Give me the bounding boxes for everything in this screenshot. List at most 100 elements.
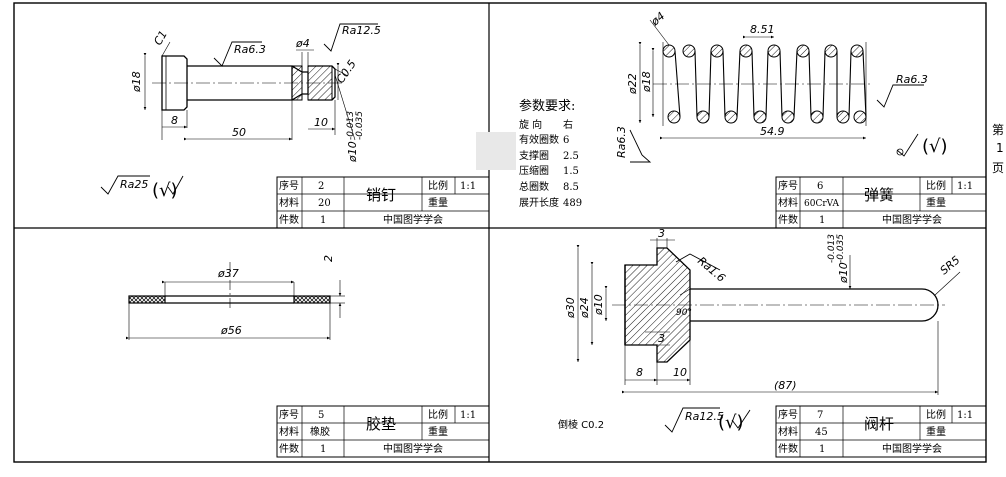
svg-text:旋 向: 旋 向: [519, 118, 542, 131]
svg-text:重量: 重量: [926, 425, 946, 438]
valve-ra16-symbol: [675, 253, 721, 271]
svg-text:-0.035: -0.035: [836, 234, 846, 263]
pin-ra63-label: Ra6.3: [234, 43, 266, 56]
side-note-line2: 1: [996, 141, 1004, 155]
spring-labels: ø4 8.51 ø22 ø18 54.9 Ra6.3 Ra6.3 (√): [615, 10, 948, 158]
spring-part-name: 弹簧: [864, 186, 894, 204]
side-note-line3: 页: [992, 161, 1004, 175]
svg-text:2: 2: [318, 181, 324, 192]
valve-drawing: [576, 238, 961, 433]
svg-text:总圈数: 总圈数: [519, 180, 549, 193]
svg-text:件数: 件数: [778, 442, 798, 455]
pin-tol-dn: -0.035: [355, 111, 365, 140]
pin-dim-d18: ø18: [130, 71, 143, 93]
valve-labels: 3 Ra1.6 ø10 -0.013 -0.035 SR5 ø30 ø24 ø1…: [558, 227, 962, 433]
svg-text:8.5: 8.5: [563, 182, 579, 193]
svg-text:-0.013: -0.013: [827, 234, 837, 263]
svg-text:右: 右: [563, 118, 573, 131]
svg-text:序号: 序号: [778, 179, 798, 192]
svg-text:8.51: 8.51: [750, 23, 775, 36]
svg-text:ø37: ø37: [217, 267, 239, 280]
svg-text:比例: 比例: [428, 179, 448, 192]
pin-dim-c1: C1: [151, 28, 170, 47]
svg-text:1: 1: [819, 215, 825, 226]
svg-text:2: 2: [322, 255, 335, 262]
pin-check-mark: [167, 175, 184, 195]
svg-text:中国图学学会: 中国图学学会: [882, 442, 942, 455]
svg-text:展开长度: 展开长度: [519, 196, 559, 209]
spring-ra63b-symbol: [629, 129, 652, 163]
svg-text:45: 45: [815, 427, 828, 438]
svg-text:序号: 序号: [279, 179, 299, 192]
svg-text:2.5: 2.5: [563, 151, 579, 162]
side-note: 第 1 页: [992, 123, 1004, 175]
svg-text:ø10: ø10: [837, 262, 850, 284]
svg-text:ø4: ø4: [648, 10, 668, 29]
svg-text:6: 6: [563, 135, 569, 146]
svg-text:重量: 重量: [428, 425, 448, 438]
valve-ra125-symbol: [664, 407, 720, 433]
pin-part-name: 销钉: [366, 186, 396, 204]
pin-ra125-label: Ra12.5: [342, 24, 381, 37]
svg-text:ø22: ø22: [626, 73, 639, 95]
svg-text:ø10: ø10: [592, 294, 605, 316]
pin-dim-10: 10: [314, 116, 328, 129]
svg-text:489: 489: [563, 198, 582, 209]
svg-text:(87): (87): [774, 379, 797, 392]
svg-text:材料: 材料: [778, 425, 798, 438]
pin-labels: C1 ø18 ø4 C0.5 8 50 10 ø10 -0.013 -0.035…: [120, 24, 381, 201]
svg-text:支撑圈: 支撑圈: [519, 149, 549, 162]
svg-text:1: 1: [320, 444, 326, 455]
gasket-left-section: [128, 295, 166, 304]
valve-check-mark: [731, 409, 751, 429]
svg-text:序号: 序号: [279, 408, 299, 421]
gasket-part-name: 胶垫: [366, 415, 396, 433]
pin-title-block: 序号 2 材料 20 件数 1 比例 1:1 重量 中国图学学会 销钉: [276, 176, 490, 229]
svg-text:比例: 比例: [926, 408, 946, 421]
svg-text:材料: 材料: [778, 196, 798, 209]
gasket-right-section: [293, 295, 331, 304]
svg-text:件数: 件数: [778, 213, 798, 226]
svg-text:1:1: 1:1: [460, 410, 476, 421]
svg-text:Ra6.3: Ra6.3: [615, 126, 628, 158]
svg-text:5: 5: [318, 410, 324, 421]
svg-text:材料: 材料: [279, 196, 299, 209]
spring-ra63-symbol: [876, 84, 924, 108]
pin-dim-8: 8: [171, 114, 178, 127]
svg-text:ø18: ø18: [640, 71, 653, 93]
svg-text:60CrVA: 60CrVA: [804, 199, 840, 209]
pin-ra63-symbol: [213, 41, 262, 67]
gasket-drawing: [126, 262, 345, 340]
svg-text:件数: 件数: [279, 442, 299, 455]
pin-ra25-label: Ra25: [120, 178, 148, 191]
side-note-line1: 第: [992, 123, 1004, 137]
pin-section-left: [291, 65, 303, 101]
svg-text:1:1: 1:1: [957, 181, 973, 192]
valve-shaft: [690, 288, 939, 322]
svg-text:Ra6.3: Ra6.3: [896, 73, 928, 86]
svg-text:8: 8: [636, 366, 643, 379]
svg-text:20: 20: [318, 198, 331, 209]
pin-dim-d4: ø4: [295, 37, 310, 50]
valve-chamfer-note: 倒棱 C0.2: [558, 418, 604, 431]
svg-text:10: 10: [673, 366, 687, 379]
svg-text:SR5: SR5: [938, 253, 963, 277]
svg-text:比例: 比例: [926, 179, 946, 192]
svg-text:橡胶: 橡胶: [310, 425, 330, 438]
svg-text:中国图学学会: 中国图学学会: [383, 442, 443, 455]
pin-section-right: [307, 65, 333, 101]
svg-text:中国图学学会: 中国图学学会: [383, 213, 443, 226]
gasket-labels: ø37 ø56 2: [217, 255, 335, 337]
svg-text:中国图学学会: 中国图学学会: [882, 213, 942, 226]
spring-params: 参数要求: 旋 向 右 有效圈数 6 支撑圈 2.5 压缩圈 1.5 总圈数 8…: [519, 98, 582, 209]
svg-text:(√): (√): [922, 136, 948, 157]
spring-title-block: 序号 6 材料 60CrVA 件数 1 比例 1:1 重量 中国图学学会 弹簧: [775, 176, 987, 229]
pin-drawing: [100, 23, 378, 195]
svg-text:Ra12.5: Ra12.5: [685, 410, 724, 423]
svg-text:件数: 件数: [279, 213, 299, 226]
valve-title-block: 序号 7 材料 45 件数 1 比例 1:1 重量 中国图学学会 阀杆: [775, 405, 987, 458]
sheet-border: [13, 2, 987, 463]
svg-text:重量: 重量: [926, 196, 946, 209]
svg-text:54.9: 54.9: [760, 125, 785, 138]
